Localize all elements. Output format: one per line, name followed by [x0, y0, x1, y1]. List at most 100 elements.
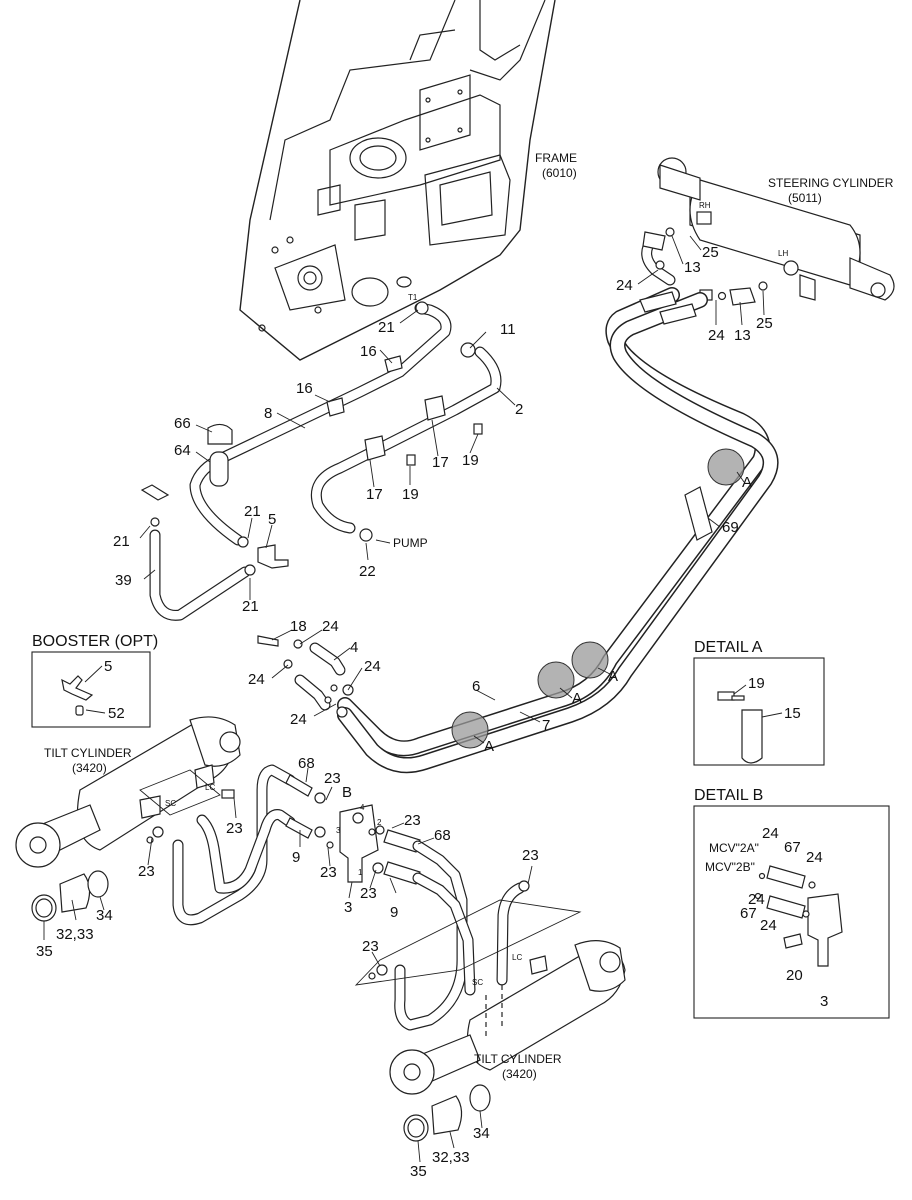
callout-8: 8: [264, 405, 272, 422]
callout-39: 39: [115, 572, 132, 589]
booster-item-52: 52: [108, 705, 125, 722]
callout-24a: 24: [616, 277, 633, 294]
port-1: 1: [358, 868, 363, 877]
callout-25b: 25: [756, 315, 773, 332]
callout-23h: 23: [362, 938, 379, 955]
callout-5: 5: [268, 511, 276, 528]
tilt-right-name: TILT CYLINDER: [474, 1052, 562, 1066]
mcv-2a-label: MCV"2A": [709, 841, 759, 855]
callout-3: 3: [344, 899, 352, 916]
steering-pipes: [337, 287, 779, 773]
tilt-cylinder-right: [389, 940, 626, 1095]
right-tilt-hoses: [368, 840, 530, 1031]
detail-b-20: 20: [786, 967, 803, 984]
callout-23a: 23: [324, 770, 341, 787]
frame-assembly: [239, 0, 556, 361]
callout-35b: 35: [410, 1163, 427, 1180]
steering-cylinder-name: STEERING CYLINDER: [768, 176, 894, 190]
callout-69: 69: [722, 519, 739, 536]
tilt-left-code: (3420): [72, 761, 107, 775]
rh-port-label: RH: [699, 201, 711, 210]
callout-23b: 23: [226, 820, 243, 837]
callout-23c: 23: [138, 863, 155, 880]
callout-24d: 24: [364, 658, 381, 675]
callout-23e: 23: [360, 885, 377, 902]
port-2: 2: [377, 818, 382, 827]
booster-panel: [31, 651, 151, 728]
frame-code: (6010): [542, 166, 577, 180]
detail-b-24c: 24: [748, 891, 765, 908]
callout-6: 6: [472, 678, 480, 695]
callout-16a: 16: [360, 343, 377, 360]
frame-plate: [419, 74, 471, 151]
callout-9a: 9: [292, 849, 300, 866]
detail-b-67b: 67: [740, 905, 757, 922]
pump-label: PUMP: [393, 536, 428, 550]
steering-fittings: [641, 227, 768, 306]
callout-7: 7: [542, 717, 550, 734]
callout-32-33b: 32,33: [432, 1149, 470, 1166]
callout-34b: 34: [473, 1125, 490, 1142]
detail-a-item-19: 19: [748, 675, 765, 692]
port-3: 3: [336, 826, 341, 835]
leader-lines: [43, 235, 765, 1163]
tilt-right-seals: [403, 1084, 491, 1142]
pump-line-parts: [140, 301, 483, 576]
tilt-left-seals: [31, 870, 109, 922]
detail-b-3: 3: [820, 993, 828, 1010]
callout-35a: 35: [36, 943, 53, 960]
detail-a-title: DETAIL A: [694, 639, 763, 656]
detail-b-24d: 24: [760, 917, 777, 934]
booster-item-5: 5: [104, 658, 112, 675]
callout-numbers: 21 11 16 16 2 8 66 64 17 17 19 19 21 5 2…: [36, 244, 773, 1180]
hose-4-adapters: [257, 635, 354, 718]
steering-cylinder: [657, 157, 895, 301]
callout-22: 22: [359, 563, 376, 580]
callout-24c: 24: [322, 618, 339, 635]
callout-19a: 19: [462, 452, 479, 469]
callout-21b: 21: [244, 503, 261, 520]
callout-18: 18: [290, 618, 307, 635]
booster-title: BOOSTER (OPT): [32, 633, 158, 650]
tilt-cylinder-left: [15, 716, 241, 868]
t1-label: T1: [408, 293, 418, 302]
callout-23g: 23: [522, 847, 539, 864]
frame-flange: [349, 137, 407, 179]
detail-marker-a1: A: [742, 474, 752, 491]
clamp-69: [684, 486, 713, 541]
callout-13a: 13: [684, 259, 701, 276]
callout-11: 11: [500, 321, 516, 338]
callout-24e: 24: [248, 671, 265, 688]
callout-66: 66: [174, 415, 191, 432]
left-tilt-hoses: [146, 764, 326, 926]
detail-b-67a: 67: [784, 839, 801, 856]
marker-b: B: [342, 784, 352, 801]
mcv-block: [326, 804, 421, 885]
callout-23f: 23: [404, 812, 421, 829]
detail-b-24a: 24: [762, 825, 779, 842]
detail-a-item-15: 15: [784, 705, 801, 722]
detail-b-24b: 24: [806, 849, 823, 866]
port-sc-left: SC: [165, 799, 176, 808]
callout-24f: 24: [290, 711, 307, 728]
steering-cylinder-code: (5011): [788, 191, 822, 205]
callout-21a: 21: [378, 319, 395, 336]
callout-32-33a: 32,33: [56, 926, 94, 943]
callout-17a: 17: [432, 454, 449, 471]
frame-bracket: [274, 244, 346, 311]
detail-a-panel: [693, 657, 825, 766]
callout-68b: 68: [434, 827, 451, 844]
mcv-2b-label: MCV"2B": [705, 860, 755, 874]
callout-24b: 24: [708, 327, 725, 344]
port-lc-left: LC: [205, 783, 215, 792]
callout-4: 4: [350, 639, 358, 656]
detail-b-title: DETAIL B: [694, 787, 763, 804]
detail-marker-a2: A: [608, 668, 618, 685]
callout-34a: 34: [96, 907, 113, 924]
callout-25a: 25: [702, 244, 719, 261]
lh-port-label: LH: [778, 249, 788, 258]
port-sc-right: SC: [472, 978, 483, 987]
callout-2: 2: [515, 401, 523, 418]
callout-19b: 19: [402, 486, 419, 503]
